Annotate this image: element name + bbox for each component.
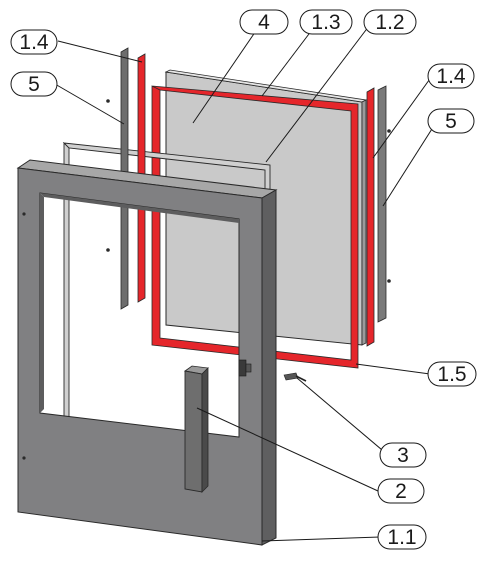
handle-screw	[283, 372, 307, 382]
callout-1-4-left: 1.4	[10, 29, 58, 55]
callout-4: 4	[239, 9, 289, 35]
callout-1-4-right-label: 1.4	[436, 65, 466, 88]
callout-1-5-label: 1.5	[437, 363, 466, 386]
right-seal-strip	[366, 87, 375, 347]
callout-1-3: 1.3	[299, 9, 353, 35]
leader-lines	[54, 21, 438, 542]
callout-1-4-right: 1.4	[427, 63, 475, 89]
callout-1-3-label: 1.3	[311, 11, 340, 34]
callout-5-right: 5	[427, 108, 475, 134]
callout-5-left-label: 5	[28, 73, 40, 96]
glass-gasket-frame	[151, 85, 359, 369]
callout-5-right-label: 5	[445, 110, 457, 133]
callout-1-4-left-label: 1.4	[19, 31, 49, 54]
callout-1-2-label: 1.2	[375, 11, 404, 34]
callout-3-label: 3	[397, 444, 409, 467]
callout-1-2: 1.2	[363, 9, 417, 35]
door-handle	[183, 365, 209, 493]
callout-1-1: 1.1	[377, 524, 427, 550]
callout-2-label: 2	[395, 480, 407, 503]
callout-4-label: 4	[258, 11, 270, 34]
callout-1-1-label: 1.1	[387, 526, 416, 549]
callout-1-5: 1.5	[427, 361, 477, 387]
callout-5-left: 5	[10, 71, 58, 97]
right-clip-bar	[377, 85, 391, 323]
callout-3: 3	[379, 442, 427, 468]
callout-2: 2	[377, 478, 425, 504]
